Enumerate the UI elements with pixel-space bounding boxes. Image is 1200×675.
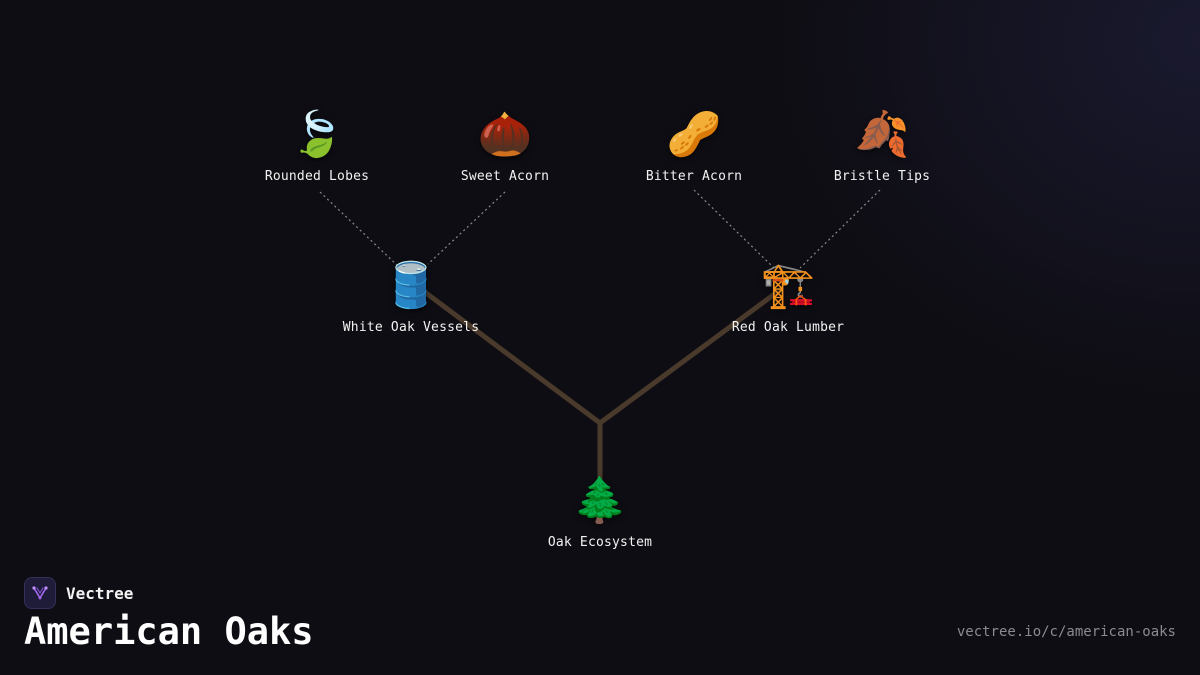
node-label: Bitter Acorn [645,169,743,184]
node-rounded-lobes[interactable]: 🍃 Rounded Lobes [217,107,417,184]
node-label: Sweet Acorn [460,169,550,184]
node-label: Oak Ecosystem [547,535,653,550]
node-bristle-tips[interactable]: 🍂 Bristle Tips [782,107,982,184]
peanut-icon: 🥜 [666,109,722,160]
brand-name: Vectree [66,583,134,603]
branch-edge-white-oak [419,287,603,426]
node-label: White Oak Vessels [342,320,480,335]
chestnut-icon: 🌰 [477,109,533,160]
source-url[interactable]: vectree.io/c/american-oaks [956,624,1176,640]
oil-barrel-icon: 🛢️ [383,260,439,311]
node-oak-ecosystem[interactable]: 🌲 Oak Ecosystem [500,473,700,550]
node-label: Rounded Lobes [264,169,370,184]
node-white-oak-vessels[interactable]: 🛢️ White Oak Vessels [311,258,511,335]
evergreen-tree-icon: 🌲 [572,475,628,526]
branch-edge-red-oak [597,287,783,426]
vectree-logo-icon [24,577,56,609]
node-bitter-acorn[interactable]: 🥜 Bitter Acorn [594,107,794,184]
node-label: Red Oak Lumber [731,320,845,335]
brand: Vectree [24,577,133,609]
leaf-wind-icon: 🍃 [289,109,345,160]
node-label: Bristle Tips [833,169,931,184]
leaf-edge-bitter-acorn [693,189,775,269]
construction-crane-icon: 🏗️ [760,260,816,311]
page-title: American Oaks [24,610,314,653]
leaf-edge-sweet-acorn [427,191,506,265]
fallen-leaves-icon: 🍂 [854,109,910,160]
leaf-edge-rounded-lobes [319,191,401,269]
node-sweet-acorn[interactable]: 🌰 Sweet Acorn [405,107,605,184]
leaf-edge-bristle-tips [799,189,881,269]
node-red-oak-lumber[interactable]: 🏗️ Red Oak Lumber [688,258,888,335]
